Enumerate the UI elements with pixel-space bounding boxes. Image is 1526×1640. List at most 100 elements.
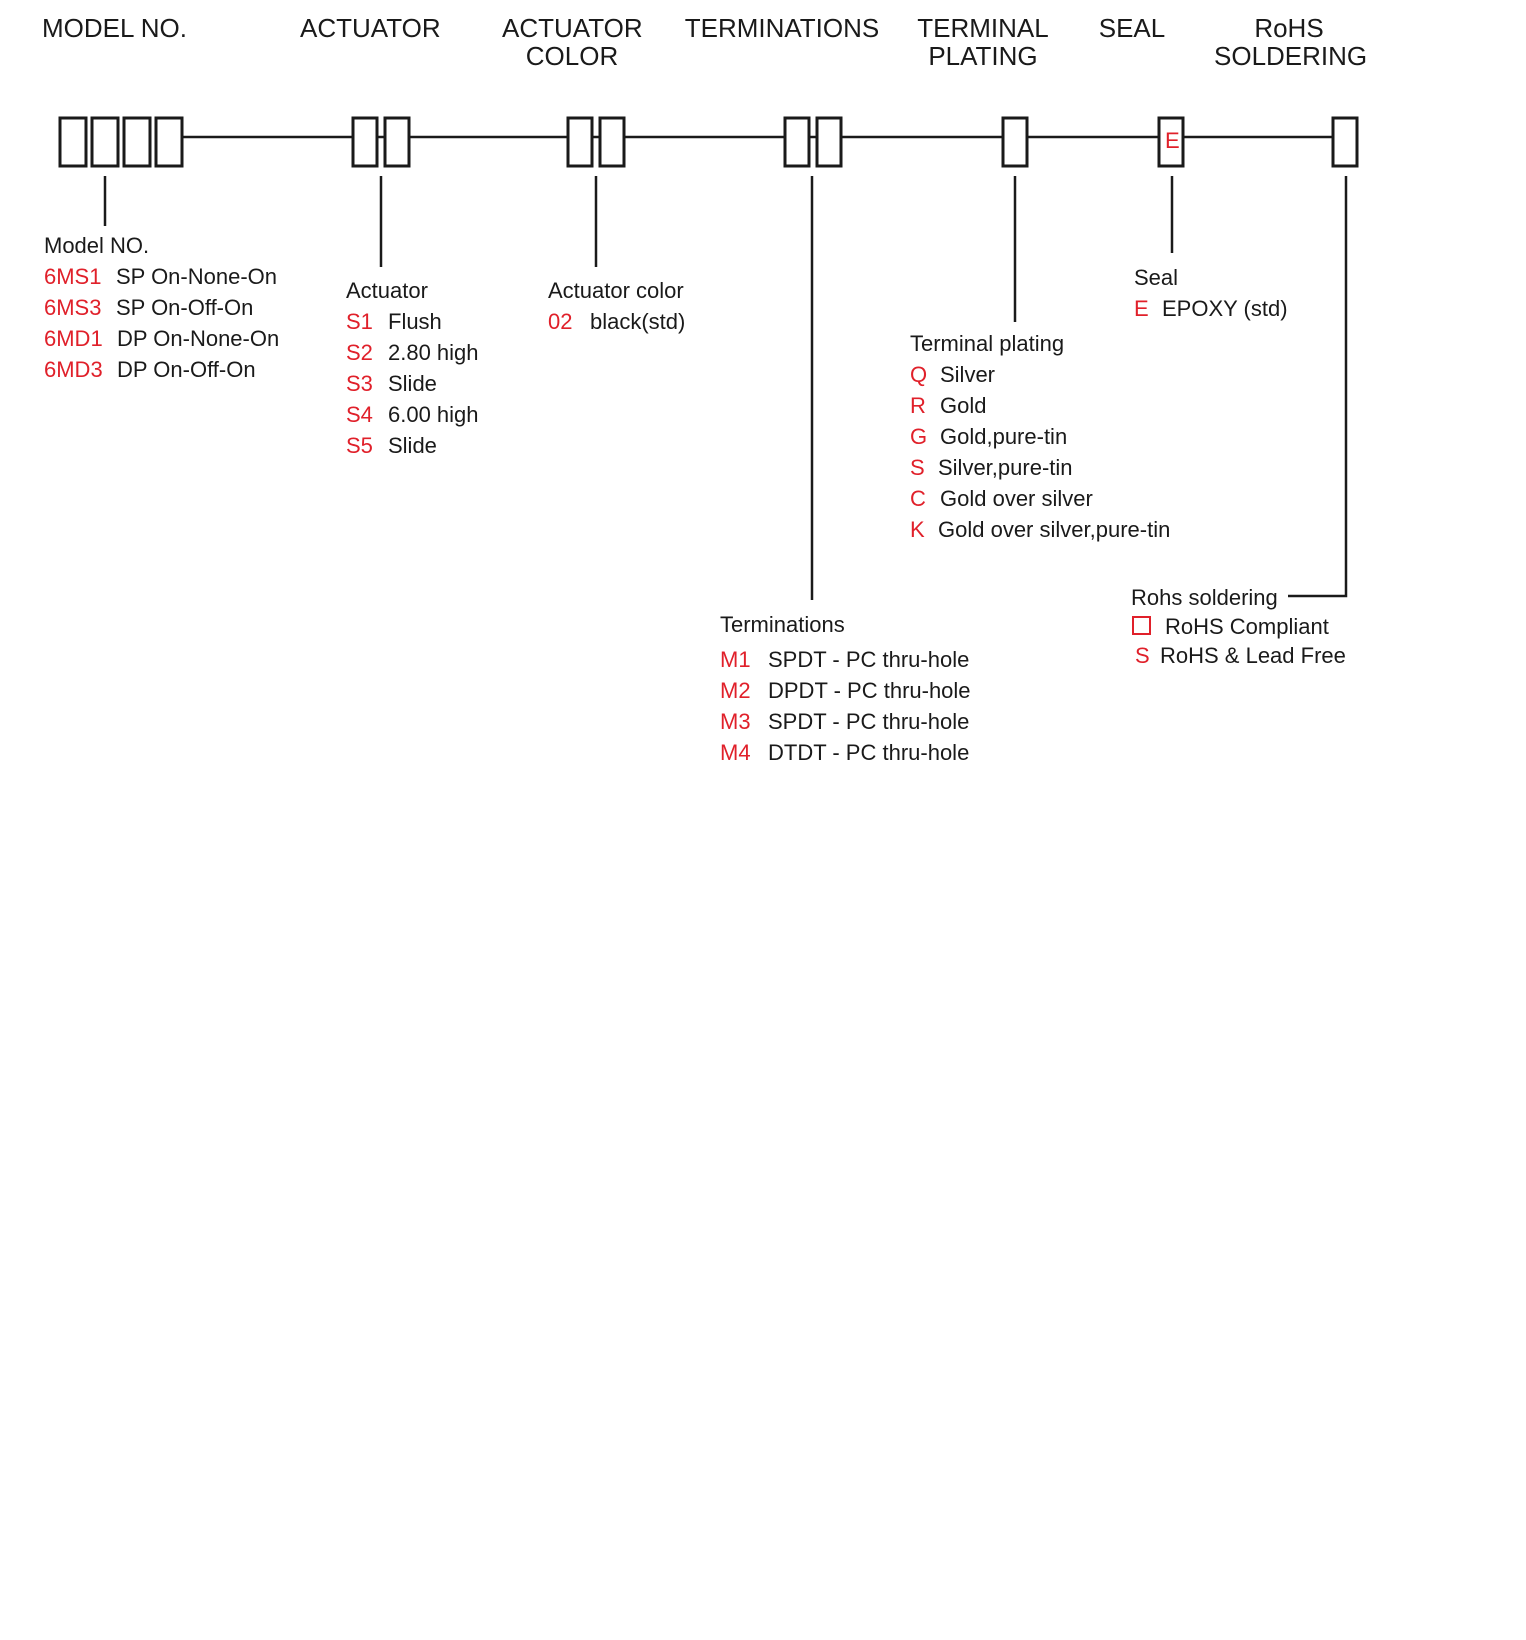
header-terminal-plating: TERMINAL PLATING [913,14,1053,70]
option-row: 6MD1 DP On-None-On [44,323,279,354]
section-title: Actuator color [548,278,684,303]
header-actuator-color: ACTUATOR COLOR [502,13,643,70]
header-model-no: MODEL NO. [42,14,187,42]
section-title: Terminal plating [910,331,1065,356]
option-desc: DPDT - PC thru-hole [768,678,971,703]
option-code: S1 [346,309,373,334]
option-code: E [1134,296,1149,321]
option-code: S [1135,643,1150,668]
option-desc: DP On-None-On [117,326,280,351]
option-row: S1 Flush [346,306,479,337]
section-actuator-color: Actuator color 02 black(std) [548,275,685,337]
actuator-box-2 [383,116,411,168]
option-code: 6MS1 [44,264,102,289]
option-desc: 2.80 high [388,340,479,365]
model-box-3 [122,116,152,168]
option-desc: 6.00 high [388,402,479,427]
header-line: TERMINAL [917,13,1049,43]
option-code: C [910,486,926,511]
option-desc: Silver,pure-tin [938,455,1073,480]
section-title: Actuator [346,278,428,303]
option-desc: black(std) [590,309,686,334]
option-desc: SP On-Off-On [116,295,254,320]
section-title: Terminations [720,612,845,637]
header-seal: SEAL [1092,14,1172,42]
option-code: R [910,393,926,418]
option-desc: RoHS Compliant [1165,614,1329,639]
header-line: SEAL [1098,13,1166,43]
header-line: PLATING [928,41,1038,71]
header-line: ACTUATOR [502,13,643,43]
actuator-box-1 [351,116,379,168]
option-row: M2 DPDT - PC thru-hole [720,675,971,706]
seal-box-code: E [1165,128,1180,153]
terminations-box-2 [815,116,843,168]
actuator-color-box-1 [566,116,594,168]
option-row: 02 black(std) [548,306,685,337]
option-code: S2 [346,340,373,365]
actuator-color-box-2 [598,116,626,168]
option-row: R Gold [910,390,1170,421]
section-seal: Seal E EPOXY (std) [1134,262,1288,324]
empty-square-icon [1132,616,1151,635]
option-code: S4 [346,402,373,427]
option-code: 6MD1 [44,326,103,351]
header-line: ACTUATOR [300,13,441,43]
option-code: M2 [720,678,751,703]
header-line: MODEL NO. [42,13,187,43]
option-desc: Gold [940,393,987,418]
option-code: S5 [346,433,373,458]
option-row: 6MS3 SP On-Off-On [44,292,279,323]
part-number-diagram [58,116,1359,600]
seal-box [1157,116,1185,168]
section-terminal-plating: Terminal plating Q Silver R Gold G Gold,pur… [910,328,1170,545]
rohs-leader-line [1288,176,1348,598]
option-row: Q Silver [910,359,1170,390]
model-box-1 [58,116,88,168]
option-row: G Gold,pure-tin [910,421,1170,452]
option-desc: DTDT - PC thru-hole [768,740,970,765]
model-box-2 [90,116,120,168]
option-row: S4 6.00 high [346,399,479,430]
option-desc: Gold over silver,pure-tin [938,517,1171,542]
header-actuator: ACTUATOR [300,13,441,43]
option-code: 6MS3 [44,295,102,320]
option-code: M4 [720,740,751,765]
option-row: S2 2.80 high [346,337,479,368]
option-row: 6MD3 DP On-Off-On [44,354,279,385]
option-desc: SPDT - PC thru-hole [768,709,970,734]
option-row: S5 Slide [346,430,479,461]
header-line: SOLDERING [1214,41,1368,71]
header-rohs-soldering: RoHS SOLDERING [1214,14,1368,71]
option-code: G [910,424,928,449]
option-code: Q [910,362,928,387]
header-line: TERMINATIONS [684,13,880,43]
option-row: M3 SPDT - PC thru-hole [720,706,971,737]
option-code: 6MD3 [44,357,103,382]
option-desc: Silver [940,362,996,387]
option-row: RoHS Compliant [1131,612,1346,641]
option-desc: Flush [388,309,442,334]
option-desc: Gold,pure-tin [940,424,1068,449]
option-desc: Slide [388,371,437,396]
option-desc: Slide [388,433,437,458]
model-box-4 [154,116,184,168]
terminations-box-1 [783,116,811,168]
option-desc: DP On-Off-On [117,357,256,382]
option-row: M4 DTDT - PC thru-hole [720,737,971,768]
option-code: M3 [720,709,751,734]
option-desc: RoHS & Lead Free [1160,643,1346,668]
option-row: S RoHS & Lead Free [1131,641,1346,670]
option-desc: EPOXY (std) [1162,296,1288,321]
section-title: Seal [1134,265,1179,290]
rohs-box [1331,116,1359,168]
option-code: 02 [548,309,573,334]
option-desc: SP On-None-On [116,264,278,289]
